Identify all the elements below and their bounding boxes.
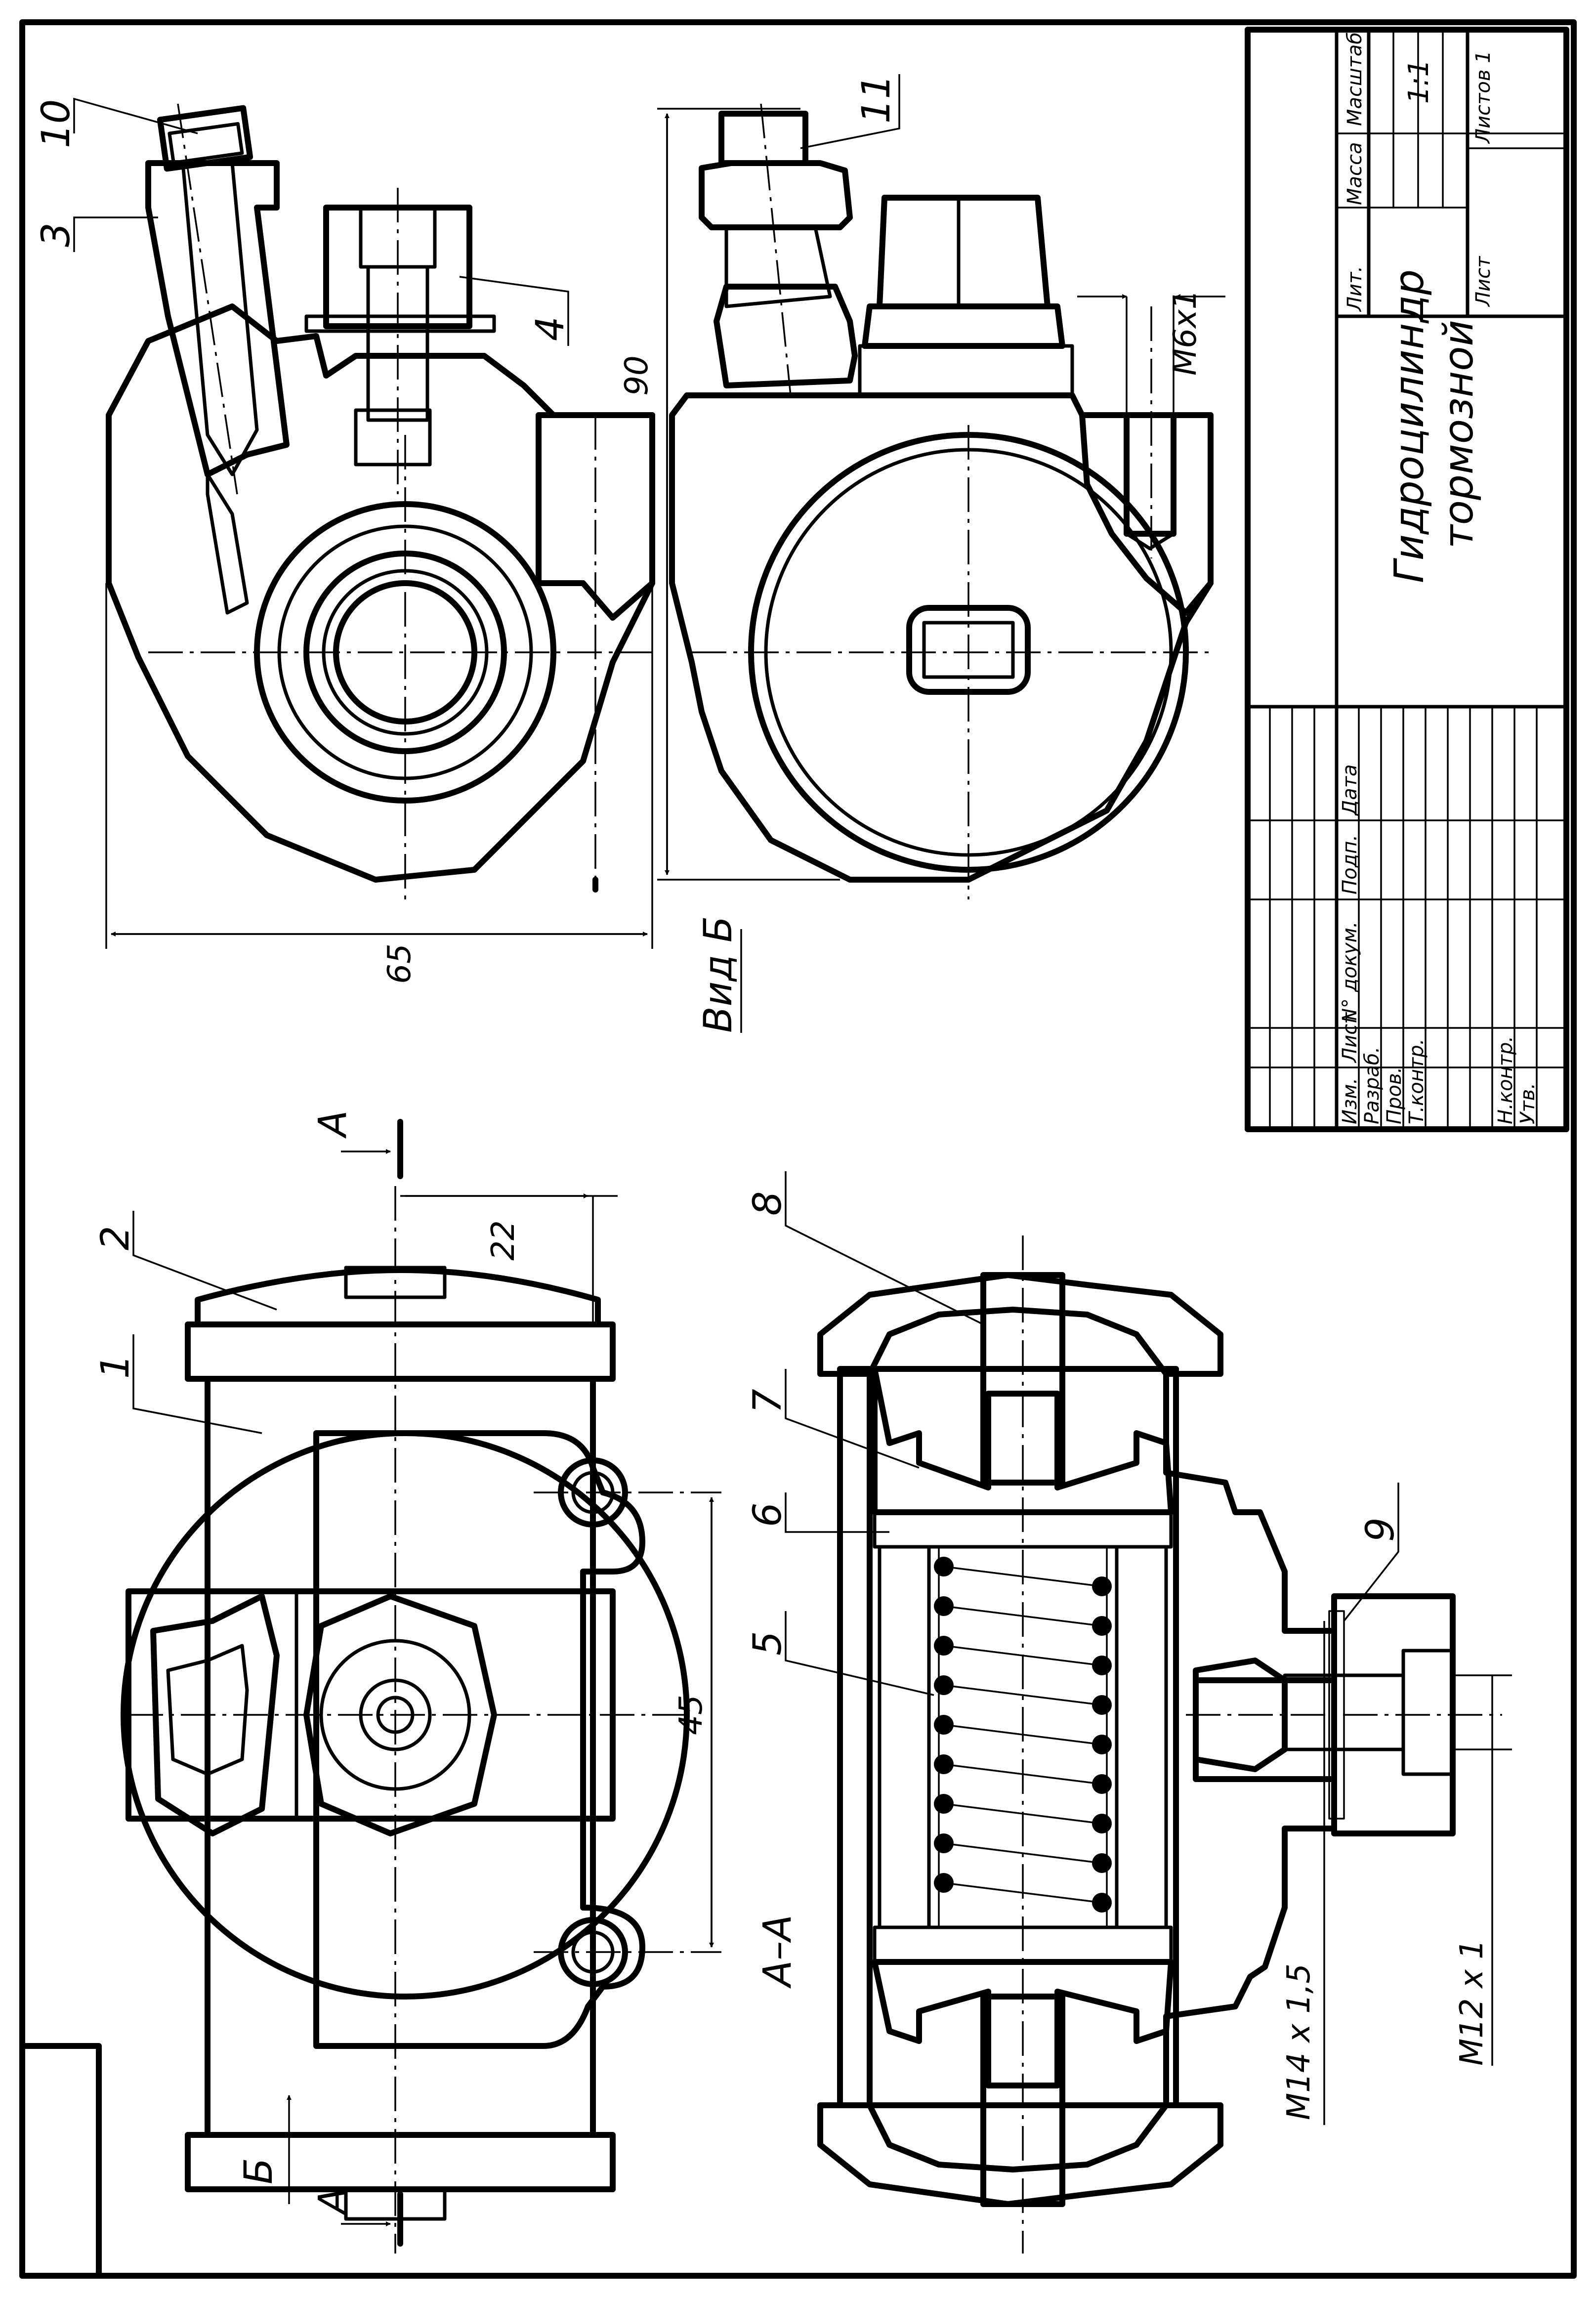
pos-6: 6: [746, 1502, 790, 1527]
end-cap-top: [185, 1321, 616, 1382]
tb-col-izm: Изм.: [1339, 1078, 1361, 1124]
tb-scale-label: Масштаб: [1344, 32, 1366, 126]
tb-col-sign: Подп.: [1339, 835, 1361, 894]
view-b: [669, 103, 1214, 899]
title-block: Гидроцилиндр тормозной Лит. Масса Масшта…: [1245, 27, 1569, 1132]
cut-letter-a-top: А: [311, 1110, 355, 1139]
piston-top: [872, 1366, 1174, 1515]
tb-lit: Лит.: [1344, 266, 1366, 312]
pos-1: 1: [93, 1354, 138, 1379]
body-top: [205, 1376, 596, 2138]
tb-col-date: Дата: [1339, 764, 1361, 816]
tb-row-prov: Пров.: [1383, 1067, 1406, 1124]
body-section: [106, 303, 655, 883]
view-labels: Вид Б А–А А А Б: [237, 916, 800, 2216]
pos-11: 11: [854, 75, 899, 124]
pos-9: 9: [1358, 1517, 1403, 1542]
bleeder-nut-11: [699, 103, 858, 396]
revision-table: [1247, 706, 1567, 1130]
dim-m14: M14 x 1,5: [1281, 1963, 1317, 2120]
piston-bottom: [872, 1959, 1174, 2088]
tb-col-doc: N° докум.: [1339, 922, 1361, 1023]
position-callouts: 10 3 4 11 1 2 8 7 6 5 9: [34, 74, 1403, 1696]
plug-fitting: [304, 188, 496, 494]
dim-90: 90: [619, 355, 655, 395]
pos-4: 4: [528, 316, 573, 341]
threaded-hole-m6: [1079, 306, 1214, 616]
pos-10: 10: [34, 99, 79, 148]
top-view: [121, 1119, 721, 2254]
dim-m12: M12 x 1: [1454, 1939, 1490, 2066]
right-boss: [536, 412, 655, 621]
boot-bottom: [817, 2102, 1223, 2207]
tb-mass: Масса: [1344, 142, 1366, 205]
tb-row-tkontr: Т.контр.: [1405, 1039, 1428, 1124]
tb-sheets: Листов 1: [1472, 50, 1495, 144]
hex-nut-right: [303, 1593, 497, 1836]
boot-top: [817, 1272, 1223, 1377]
valve-block: [126, 1588, 616, 1822]
flange: [313, 1430, 645, 2049]
pos-8: 8: [746, 1191, 790, 1216]
label-view-b: Вид Б: [696, 916, 741, 1033]
pos-3: 3: [34, 222, 79, 247]
tb-row-utv: Утв.: [1516, 1083, 1539, 1124]
pos-7: 7: [746, 1389, 790, 1413]
dim-45: 45: [673, 1695, 710, 1735]
view-letter-b: Б: [237, 2158, 281, 2184]
tb-col-list: Лист: [1339, 1012, 1361, 1064]
title-line-2: тормозной: [1435, 320, 1482, 549]
label-section-aa: А–А: [756, 1915, 800, 1989]
dim-m6: M6x1: [1167, 289, 1204, 376]
dim-22: 22: [485, 1220, 522, 1260]
tb-row-razrab: Разраб.: [1361, 1047, 1384, 1124]
sectional-front-view: [106, 103, 655, 899]
tb-row-nkontr: Н.контр.: [1494, 1036, 1517, 1124]
tb-scale-value: 1:1: [1403, 59, 1435, 104]
housing-section: [837, 1366, 1337, 2108]
pos-2: 2: [93, 1226, 138, 1250]
fitting-9: [1186, 1593, 1502, 1836]
tb-sheet: Лист: [1472, 255, 1495, 307]
bleeder-valve: [145, 103, 290, 615]
section-aa: [817, 1235, 1502, 2254]
dimensions: 65 90 M6x1 22 45 M14 x 1,5 M12 x 1: [105, 108, 1512, 2125]
pushrod-top: [980, 1272, 1065, 1486]
dim-65: 65: [381, 943, 418, 983]
cut-letter-a-bottom: А: [311, 2188, 355, 2216]
title-line-1: Гидроцилиндр: [1386, 269, 1433, 583]
hex-nut-left: [150, 1593, 280, 1836]
frame: [19, 19, 1577, 2279]
frame-corner-box: [19, 2043, 102, 2279]
dust-cap-2: [195, 1267, 601, 1327]
hex-plug: [858, 195, 1074, 397]
pos-5: 5: [746, 1631, 790, 1656]
